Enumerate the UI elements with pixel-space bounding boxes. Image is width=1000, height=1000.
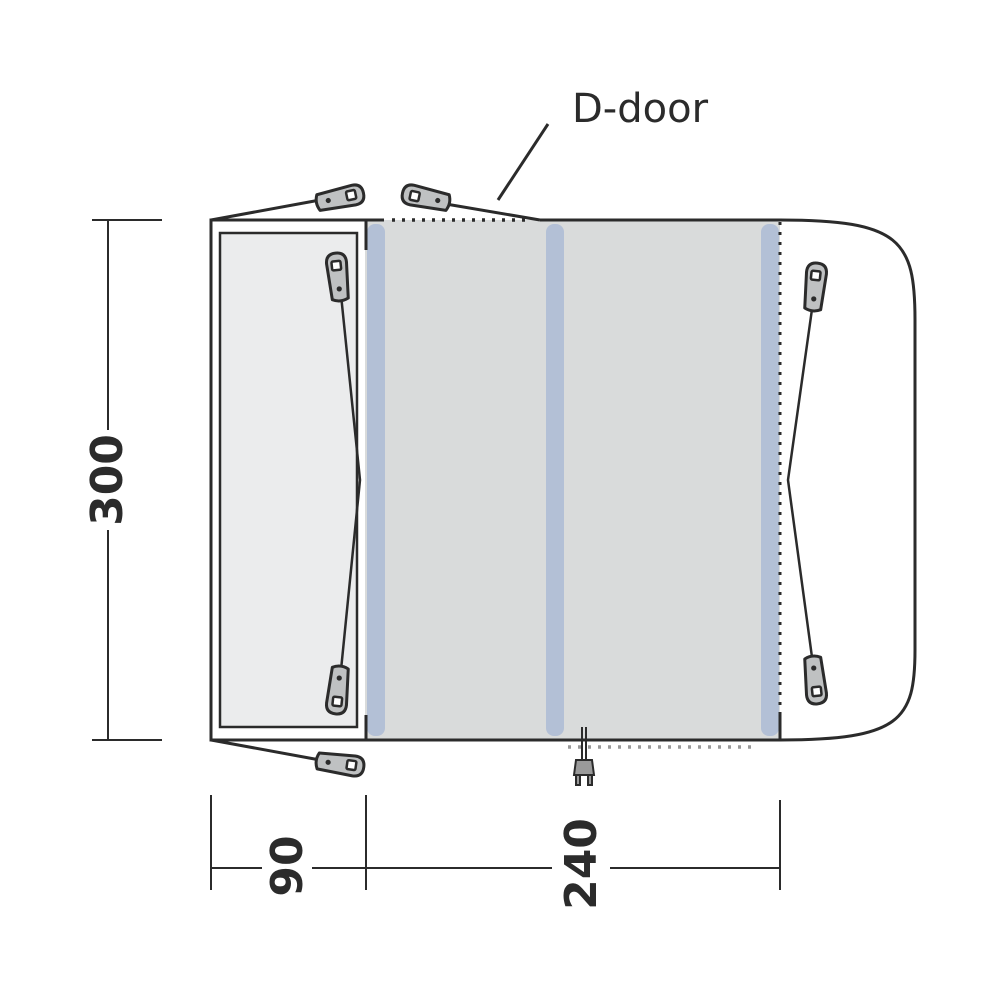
porch-width-label: 90: [262, 835, 313, 896]
main-width-label: 240: [556, 818, 607, 910]
depth-dimension: [92, 219, 162, 741]
main-section: [360, 201, 917, 749]
air-pole: [761, 224, 779, 736]
guy-lines: [338, 284, 816, 681]
rear-bedroom-outline: [779, 218, 917, 742]
door-label: D-door: [572, 86, 709, 132]
door-leader-line: [496, 123, 550, 201]
power-plug-icon: [572, 727, 596, 786]
main-floor: [365, 220, 780, 740]
depth-label: 300: [82, 434, 133, 526]
air-pole: [546, 224, 564, 736]
width-dimension: [210, 795, 781, 890]
peg-icon: [312, 181, 368, 215]
peg-icon: [398, 181, 454, 215]
porch-floor: [218, 231, 359, 729]
peg-icon: [313, 749, 367, 779]
porch-section: [209, 198, 365, 762]
air-pole: [367, 224, 385, 736]
